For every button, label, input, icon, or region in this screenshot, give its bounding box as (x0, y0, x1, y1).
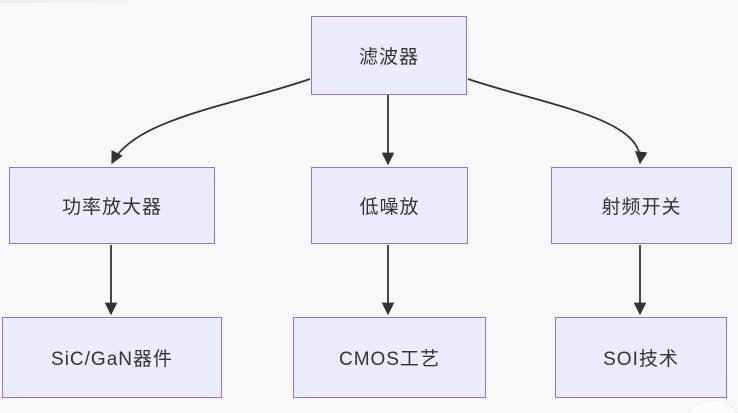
watermark-circle (682, 400, 738, 413)
node-filter: 滤波器 (311, 16, 467, 95)
node-lna: 低噪放 (311, 167, 468, 244)
top-edge-artifact (0, 0, 125, 3)
node-rf-switch-label: 射频开关 (601, 197, 682, 218)
node-cmos-process-label: CMOS工艺 (338, 349, 440, 370)
node-soi-technology: SOI技术 (555, 317, 727, 398)
edge-filter-to-rf-switch (467, 78, 648, 165)
node-sic-gan-devices-label: SiC/GaN器件 (51, 349, 173, 370)
edge-filter-to-power-amplifier (111, 78, 311, 165)
node-sic-gan-devices: SiC/GaN器件 (2, 317, 222, 398)
node-power-amplifier: 功率放大器 (9, 167, 215, 244)
node-soi-technology-label: SOI技术 (603, 349, 679, 370)
node-rf-switch: 射频开关 (551, 167, 732, 244)
node-lna-label: 低噪放 (359, 197, 420, 218)
node-cmos-process: CMOS工艺 (293, 317, 486, 398)
node-filter-label: 滤波器 (358, 47, 419, 68)
node-power-amplifier-label: 功率放大器 (61, 197, 162, 218)
